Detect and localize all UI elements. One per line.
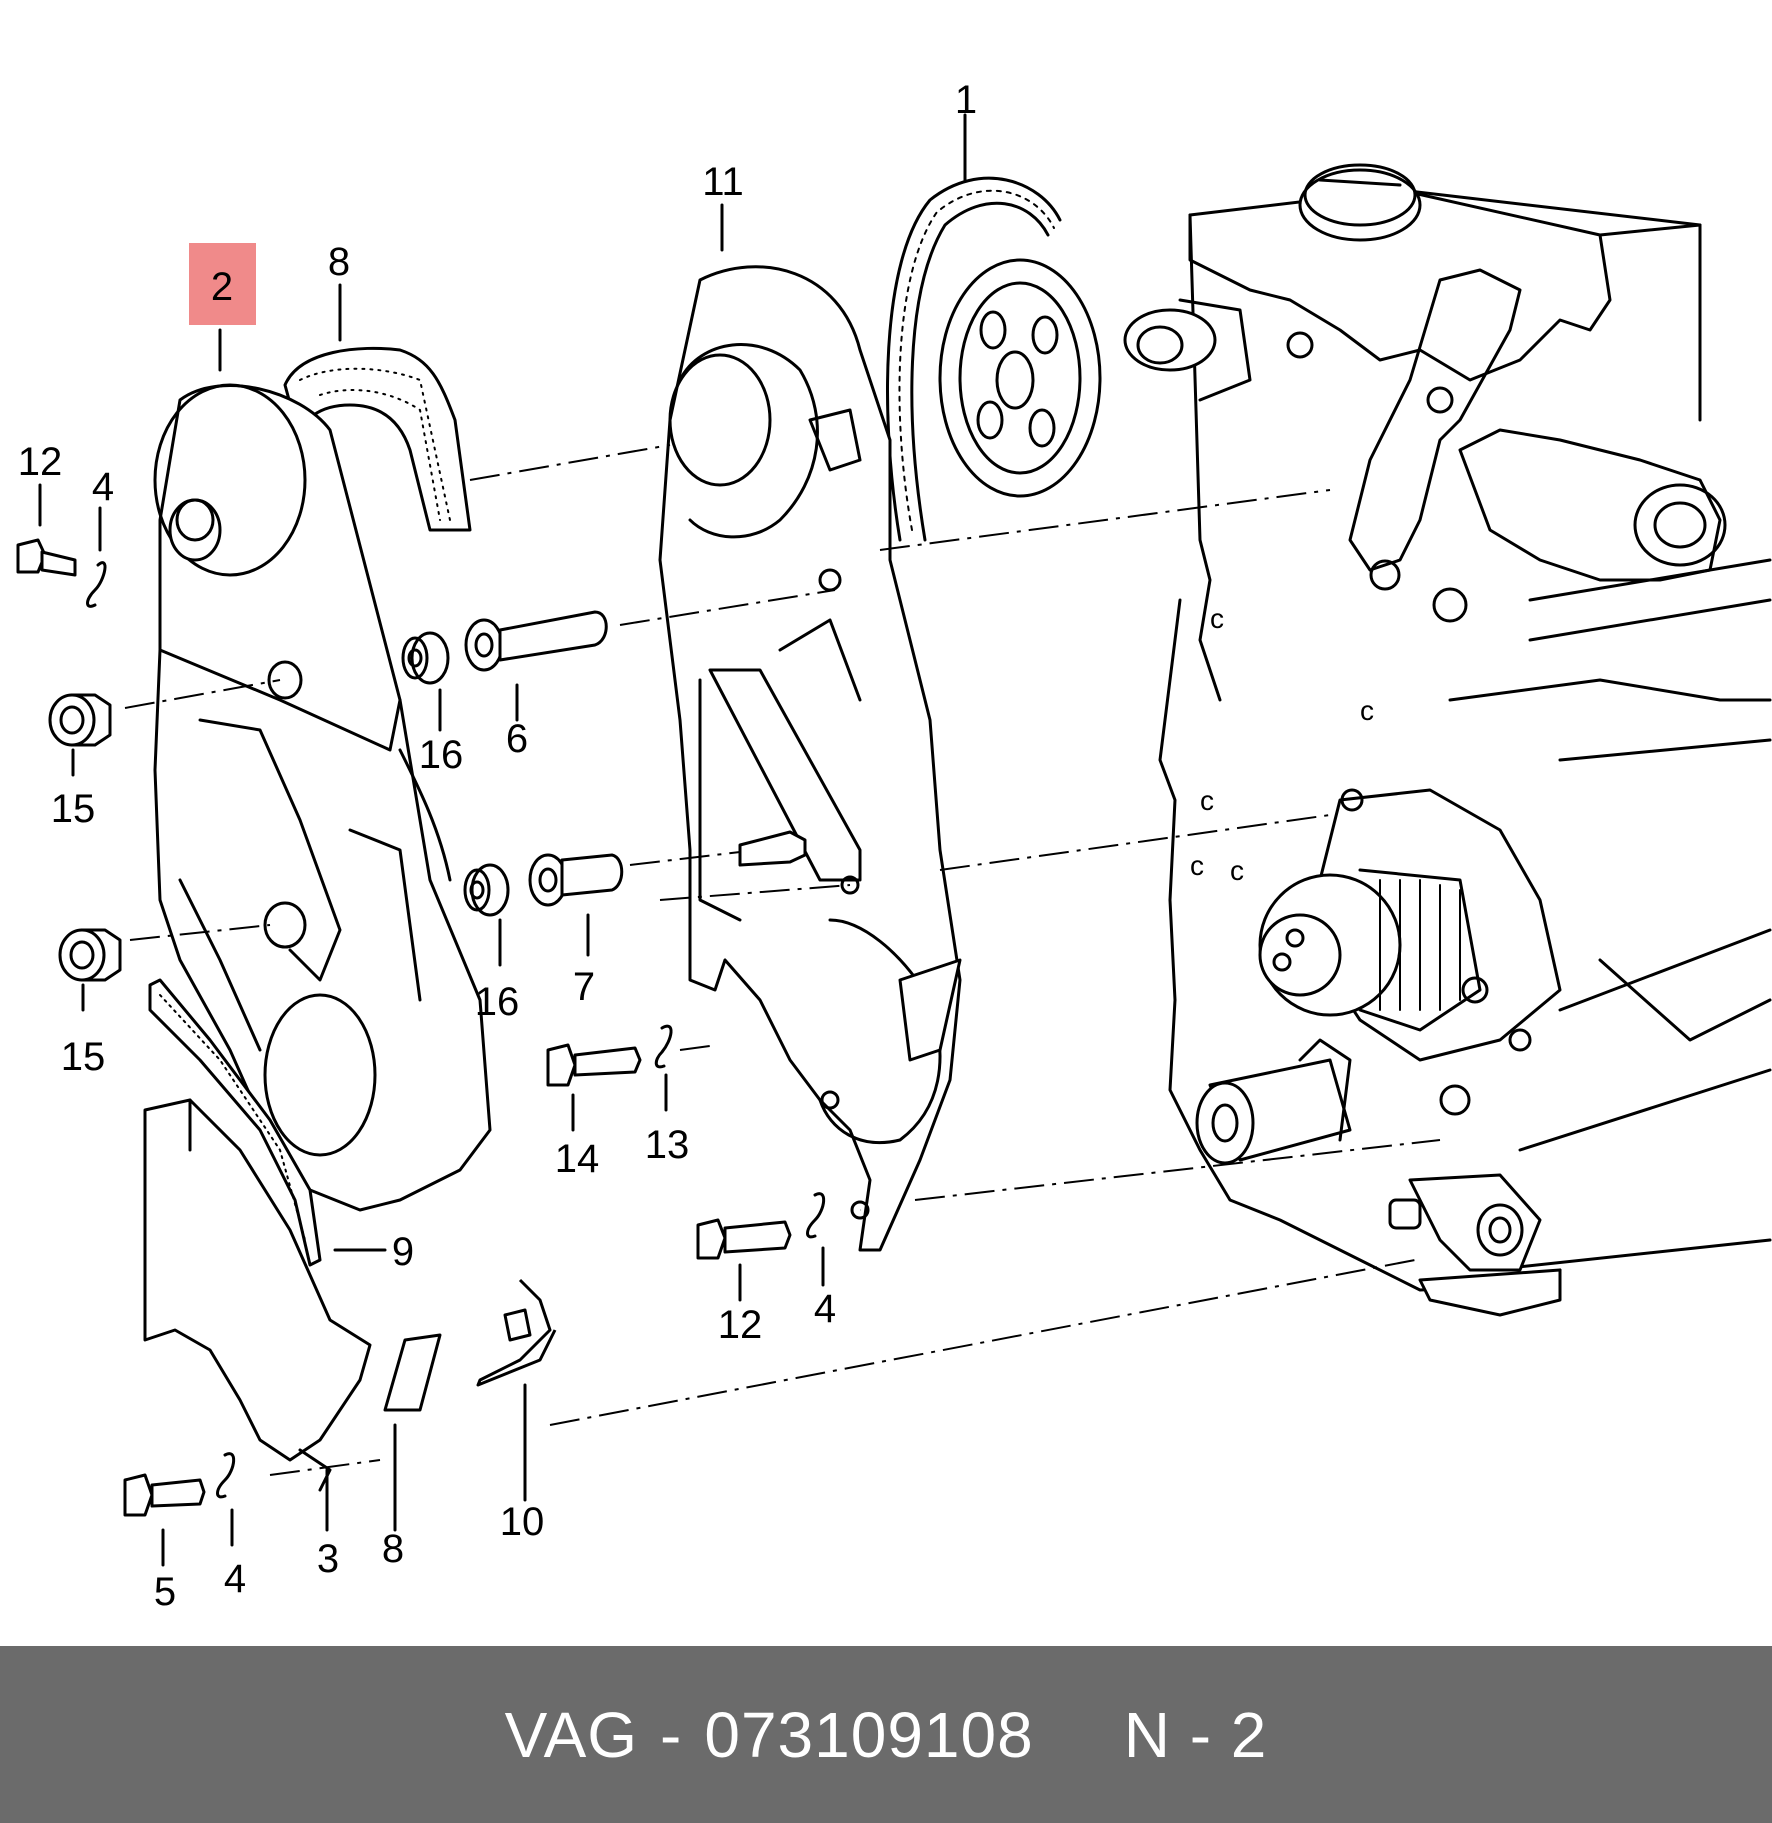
engine-block: c c c c c [1123,163,1772,1317]
washer-4-lower [216,1452,236,1499]
cap-15-upper [48,693,112,747]
bolt-5 [123,1473,206,1517]
footer-position-label: N - 2 [1123,1698,1268,1771]
outer-timing-belt-guard [153,383,492,1212]
bolt-12-upper [16,538,77,577]
grommet-16-lower [463,863,510,917]
footer-part-number: 073109108 [704,1698,1034,1771]
exploded-parts-diagram: c c c c c [16,78,1772,1614]
callout-12-lower: 12 [718,1303,763,1347]
washer-4-upper [86,561,107,608]
svg-text:c: c [1200,785,1214,816]
callout-14: 14 [555,1137,600,1181]
svg-text:c: c [1190,850,1204,881]
leader-lines [38,113,967,1567]
svg-text:c: c [1230,855,1244,886]
adhesive-pad [383,1333,442,1412]
callout-3: 3 [317,1537,339,1581]
callout-9: 9 [392,1230,414,1274]
callout-15-lower: 15 [61,1035,106,1079]
svg-text:c: c [1360,695,1374,726]
highlight-box [189,243,256,325]
upper-belt-guard-strip [283,346,472,532]
footer-brand: VAG [504,1698,639,1771]
lower-belt-guard [143,1098,372,1492]
callout-1: 1 [955,78,977,122]
callout-13: 13 [645,1123,690,1167]
water-pump [1258,788,1562,1062]
callout-10: 10 [500,1500,545,1544]
callout-6: 6 [506,717,528,761]
callout-15-upper: 15 [51,787,96,831]
stud [738,830,807,867]
callout-5: 5 [154,1570,176,1614]
washer-13 [654,1024,673,1069]
bolt-14 [546,1043,642,1087]
callout-8-bottom: 8 [382,1527,404,1571]
callout-4-lower: 4 [224,1557,246,1601]
rear-timing-belt-guard [658,265,962,1252]
assembly-center-lines [124,444,1441,1476]
spacer-sleeve-6 [464,610,608,672]
callout-2: 2 [211,265,233,309]
seal-strip [148,978,322,1267]
svg-text:c: c [1210,603,1224,634]
washer-4-right [806,1192,826,1239]
callout-4-upper: 4 [92,465,114,509]
footer-separator: - [660,1698,683,1771]
tensioner-cylinder [1195,1038,1352,1165]
cap-15-lower [58,928,122,982]
callout-12-upper: 12 [18,440,63,484]
camshaft-sprocket [938,258,1102,498]
callout-4-right: 4 [814,1287,836,1331]
part-number-banner: VAG - 073109108 N - 2 [0,1646,1772,1823]
callout-7: 7 [573,965,595,1009]
retaining-clip [476,1278,557,1387]
callout-16-upper: 16 [419,733,464,777]
callout-labels: 1 2 8 11 12 4 15 16 6 7 16 15 9 14 13 12… [18,78,977,1614]
grommet-16-upper [401,631,450,685]
callout-11: 11 [702,160,744,204]
bolt-12-lower [696,1218,792,1260]
callout-8-top: 8 [328,240,350,284]
spacer-sleeve-7 [528,853,624,907]
callout-16-lower: 16 [475,980,520,1024]
